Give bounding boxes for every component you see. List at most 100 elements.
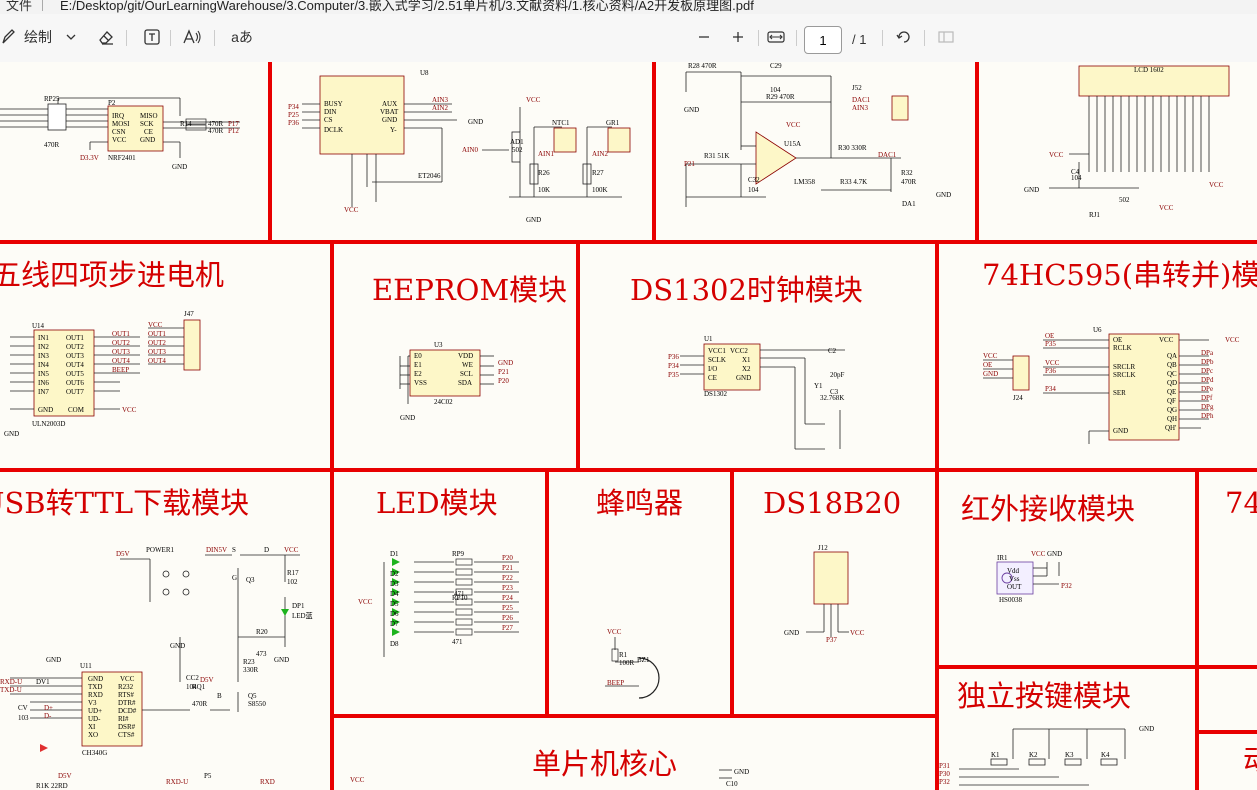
svg-text:V3: V3 — [88, 699, 97, 707]
svg-text:D5V: D5V — [200, 676, 214, 684]
svg-text:VCC: VCC — [1159, 336, 1174, 344]
svg-text:OE: OE — [1113, 336, 1122, 344]
svg-text:DCLK: DCLK — [324, 126, 343, 134]
toolbar-divider — [796, 30, 797, 46]
svg-text:AIN2: AIN2 — [592, 150, 608, 158]
svg-text:P35: P35 — [668, 371, 679, 379]
title-usb-ttl: USB转TTL下载模块 — [0, 486, 250, 520]
svg-text:LCD 1602: LCD 1602 — [1134, 66, 1164, 74]
svg-text:VCC: VCC — [526, 96, 541, 104]
add-text-icon[interactable] — [140, 24, 164, 50]
svg-text:VSS: VSS — [414, 379, 427, 387]
svg-text:GND: GND — [1047, 550, 1062, 558]
svg-text:330R: 330R — [243, 666, 259, 674]
zoom-out-icon[interactable] — [692, 24, 716, 50]
border-line — [545, 470, 549, 716]
svg-text:GND: GND — [498, 359, 513, 367]
svg-text:IN5: IN5 — [38, 370, 49, 378]
svg-text:Y1: Y1 — [814, 382, 823, 390]
svg-text:P24: P24 — [502, 594, 513, 602]
fit-width-icon[interactable] — [764, 24, 788, 50]
svg-text:P34: P34 — [288, 103, 299, 111]
svg-text:POWER1: POWER1 — [146, 546, 175, 554]
zoom-in-icon[interactable] — [726, 24, 750, 50]
toolbar-divider — [882, 30, 883, 46]
pdf-page-viewport[interactable]: 五线四项步进电机 EEPROM模块 DS1302时钟模块 74HC595(串转并… — [0, 62, 1257, 790]
usb-ttl-schematic: POWER1 D5V DIN5V D VCC Q3 G S R17 102 DP… — [0, 546, 313, 790]
svg-text:Y-: Y- — [390, 126, 397, 134]
ir-receiver-schematic: IR1 Vdd Vss OUT HS0038 VCC GND P32 — [996, 550, 1072, 604]
svg-text:VCC: VCC — [284, 546, 299, 554]
svg-text:10K: 10K — [538, 186, 550, 194]
svg-text:CSN: CSN — [112, 128, 126, 136]
svg-text:VCC: VCC — [850, 629, 865, 637]
border-line — [268, 62, 272, 242]
ds1302-schematic: U1 VCC1 SCLK I/O CE VCC2 X1 X2 GND P36 P… — [668, 335, 845, 450]
svg-text:U14: U14 — [32, 322, 45, 330]
title-74hc595: 74HC595(串转并)模 — [982, 258, 1257, 292]
svg-text:RXD: RXD — [260, 778, 275, 786]
svg-text:CE: CE — [708, 374, 717, 382]
svg-text:RTS#: RTS# — [118, 691, 134, 699]
draw-icon[interactable] — [0, 24, 16, 50]
svg-text:QH: QH — [1167, 415, 1177, 423]
uln2003-schematic: U14 J47 IN1 IN2 IN3 IN4 IN5 IN6 IN7 GND … — [4, 310, 201, 438]
pdf-toolbar: 绘制 aあ 1 / 1 — [0, 14, 1257, 63]
svg-text:E1: E1 — [414, 361, 422, 369]
svg-text:CH340G: CH340G — [82, 749, 107, 757]
svg-text:P26: P26 — [502, 614, 513, 622]
svg-text:P22: P22 — [502, 574, 513, 582]
svg-text:B: B — [217, 692, 222, 700]
svg-text:OUT4: OUT4 — [112, 357, 130, 365]
svg-text:R30 330R: R30 330R — [838, 144, 867, 152]
svg-text:IN1: IN1 — [38, 334, 49, 342]
svg-text:VCC: VCC — [607, 628, 622, 636]
svg-text:R31 51K: R31 51K — [704, 152, 729, 160]
svg-text:D5V: D5V — [58, 772, 72, 780]
svg-text:OUT2: OUT2 — [112, 339, 130, 347]
read-aloud-icon[interactable] — [180, 24, 204, 50]
eraser-icon[interactable] — [94, 24, 118, 50]
svg-text:TXD-U: TXD-U — [0, 686, 22, 694]
svg-text:MISO: MISO — [140, 112, 158, 120]
svg-text:J47: J47 — [184, 310, 194, 318]
svg-text:RCLK: RCLK — [1113, 344, 1132, 352]
svg-text:Vss: Vss — [1009, 575, 1020, 583]
svg-text:R33 4.7K: R33 4.7K — [840, 178, 867, 186]
svg-text:Q5: Q5 — [248, 692, 257, 700]
svg-text:VCC: VCC — [344, 206, 359, 214]
svg-text:CC2: CC2 — [186, 674, 199, 682]
svg-text:P17: P17 — [228, 120, 239, 128]
svg-text:GND: GND — [983, 370, 998, 378]
page-number-input[interactable]: 1 — [804, 26, 842, 54]
border-line — [0, 468, 1257, 472]
svg-text:BUSY: BUSY — [324, 100, 343, 108]
title-bar: 文件 E:/Desktop/git/OurLearningWarehouse/3… — [0, 0, 1257, 14]
svg-text:R1: R1 — [619, 651, 628, 659]
svg-text:U11: U11 — [80, 662, 92, 670]
svg-text:OE: OE — [1045, 332, 1054, 340]
text-options-button[interactable]: aあ — [228, 24, 256, 50]
text-options-label: aあ — [231, 29, 253, 45]
draw-dropdown-chevron-icon[interactable] — [62, 24, 80, 50]
toolbar-divider — [758, 30, 759, 46]
svg-text:GND: GND — [4, 430, 19, 438]
svg-text:DS1302: DS1302 — [704, 390, 727, 398]
svg-text:IRQ: IRQ — [112, 112, 124, 120]
svg-text:OUT1: OUT1 — [66, 334, 84, 342]
svg-text:GND: GND — [684, 106, 699, 114]
svg-text:GND: GND — [1113, 427, 1128, 435]
page-view-icon[interactable] — [934, 24, 958, 50]
svg-text:P25: P25 — [502, 604, 513, 612]
rotate-icon[interactable] — [892, 24, 916, 50]
svg-text:GND: GND — [38, 406, 53, 414]
led-schematic: D1 D2 D3 D4 D5 D6 D7 D8 RP9 RP10 471 471… — [358, 550, 519, 657]
draw-button[interactable]: 绘制 — [18, 24, 58, 50]
svg-text:R20: R20 — [256, 628, 268, 636]
file-menu[interactable]: 文件 — [6, 0, 33, 13]
lm358-schematic: R28 470R C29 104 R29 470R U15A LM358 R31… — [684, 62, 951, 208]
svg-text:BEEP: BEEP — [112, 366, 129, 374]
svg-text:C29: C29 — [770, 62, 782, 70]
svg-text:P34: P34 — [668, 362, 679, 370]
svg-text:P20: P20 — [502, 554, 513, 562]
